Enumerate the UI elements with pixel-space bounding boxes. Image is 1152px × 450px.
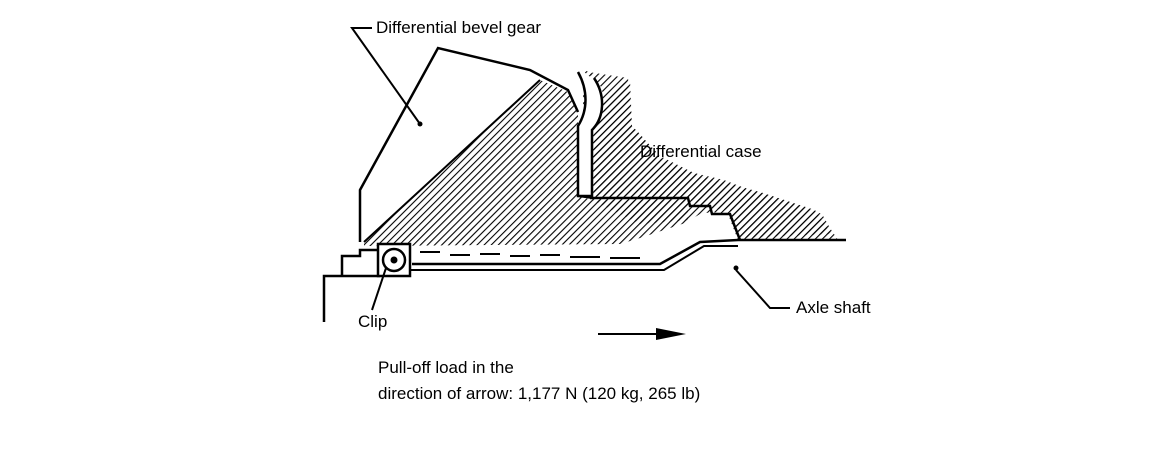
axle-spline-lines (420, 251, 640, 259)
bevel-gear-outline (358, 46, 580, 242)
pull-off-arrow-icon (598, 328, 686, 340)
bevel-gear-hatch-edge (363, 79, 593, 243)
axle-shaft-lower (400, 245, 738, 271)
label-clip: Clip (358, 312, 388, 331)
label-differential-case: Differential case (640, 142, 762, 161)
leader-axle-shaft (735, 269, 790, 309)
leader-clip (371, 267, 387, 311)
label-axle-shaft: Axle shaft (796, 298, 871, 317)
leader-bevel-gear (350, 27, 421, 125)
axle-shaft-outline (412, 238, 846, 266)
shaft-end-outline (322, 248, 380, 322)
label-differential-bevel-gear: Differential bevel gear (376, 18, 542, 37)
clip-center (390, 256, 398, 264)
note-line-1: Pull-off load in the (378, 358, 514, 377)
note-line-2: direction of arrow: 1,177 N (120 kg, 265… (378, 384, 701, 403)
differential-case-fill (588, 72, 832, 238)
case-step-outline (590, 196, 742, 241)
leader-dot-bevel-gear (417, 121, 423, 127)
leader-dot-axle-shaft (733, 265, 739, 271)
bevel-gear-hatch (364, 80, 688, 246)
